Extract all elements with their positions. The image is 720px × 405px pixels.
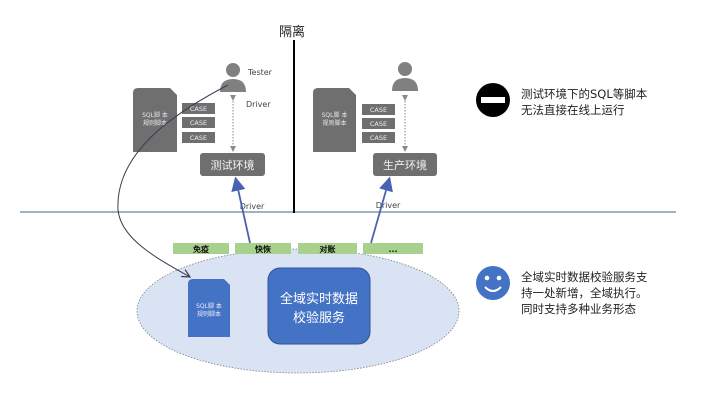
tag-label: 免疫 xyxy=(193,244,209,254)
solution-line3: 同时支持多种业务形态 xyxy=(521,302,636,316)
case-box xyxy=(182,117,215,128)
isolation-label: 隔离 xyxy=(279,24,305,40)
case-label: CASE xyxy=(190,105,207,113)
left-sql-doc-icon xyxy=(133,88,177,152)
right-doc-line2: 规则脚本 xyxy=(322,119,346,127)
capability-tags: 免疫 快恢 对账 ... xyxy=(173,243,423,254)
realtime-validation-service-box xyxy=(267,267,371,345)
case-box xyxy=(182,103,215,114)
right-case-list: CASE CASE CASE xyxy=(362,104,395,143)
prod-env-box xyxy=(373,153,437,176)
driver-label-left-bottom: Driver xyxy=(240,202,265,211)
tester-label: Tester xyxy=(247,68,273,77)
driver-label-left-top: Driver xyxy=(246,100,271,109)
driver-arrow-to-prod xyxy=(370,176,393,244)
tag-label: 对账 xyxy=(320,244,336,254)
left-doc-line1: SQL脚 本 xyxy=(142,111,168,119)
prod-env-label: 生产环境 xyxy=(383,158,427,172)
tag-reconciliation[interactable] xyxy=(298,243,357,254)
left-case-list: CASE CASE CASE xyxy=(182,103,215,143)
right-doc-line1: SQL脚 本 xyxy=(322,111,348,119)
solution-line1: 全域实时数据校验服务支 xyxy=(521,270,648,284)
service-title-line1: 全域实时数据 xyxy=(280,291,358,307)
right-sql-doc-icon xyxy=(313,88,356,152)
smiley-icon xyxy=(476,266,510,300)
left-env-group: Tester Driver SQL脚 本 规则脚本 CASE CASE CASE… xyxy=(133,63,273,211)
script-migration-arrow xyxy=(117,84,229,277)
problem-note: 测试环境下的SQL等脚本 无法直接在线上运行 xyxy=(476,83,648,117)
case-label: CASE xyxy=(370,134,387,142)
tag-label: 快恢 xyxy=(255,244,271,254)
solution-line2: 持一处新增，全域执行。 xyxy=(521,286,648,300)
case-label: CASE xyxy=(190,134,207,142)
case-label: CASE xyxy=(190,119,207,127)
test-env-label: 测试环境 xyxy=(211,158,255,172)
problem-line1: 测试环境下的SQL等脚本 xyxy=(521,87,648,101)
tag-label: ... xyxy=(388,245,397,254)
service-title-line2: 校验服务 xyxy=(293,310,345,326)
driver-arrow-to-test xyxy=(231,176,251,244)
case-label: CASE xyxy=(370,120,387,128)
left-doc-line2: 规则脚本 xyxy=(143,119,167,127)
test-env-box xyxy=(200,153,265,176)
operator-person-icon xyxy=(392,62,418,91)
tag-more[interactable] xyxy=(363,243,423,254)
tag-immunity[interactable] xyxy=(173,243,229,254)
driver-label-right-bottom: Driver xyxy=(376,201,401,210)
case-box xyxy=(182,132,215,143)
case-label: CASE xyxy=(370,106,387,114)
service-doc-line1: SQL脚 本 xyxy=(196,302,222,310)
service-sql-doc-icon xyxy=(188,279,230,337)
tag-recovery[interactable] xyxy=(235,243,291,254)
case-box xyxy=(362,104,395,115)
case-box xyxy=(362,118,395,129)
no-entry-icon xyxy=(476,83,510,117)
tester-person-icon xyxy=(220,63,246,92)
solution-note: 全域实时数据校验服务支 持一处新增，全域执行。 同时支持多种业务形态 xyxy=(476,266,648,316)
service-doc-line2: 规则脚本 xyxy=(197,310,221,318)
case-box xyxy=(362,132,395,143)
problem-line2: 无法直接在线上运行 xyxy=(521,103,625,117)
right-env-group: SQL脚 本 规则脚本 CASE CASE CASE 生产环境 Driver xyxy=(313,62,437,210)
